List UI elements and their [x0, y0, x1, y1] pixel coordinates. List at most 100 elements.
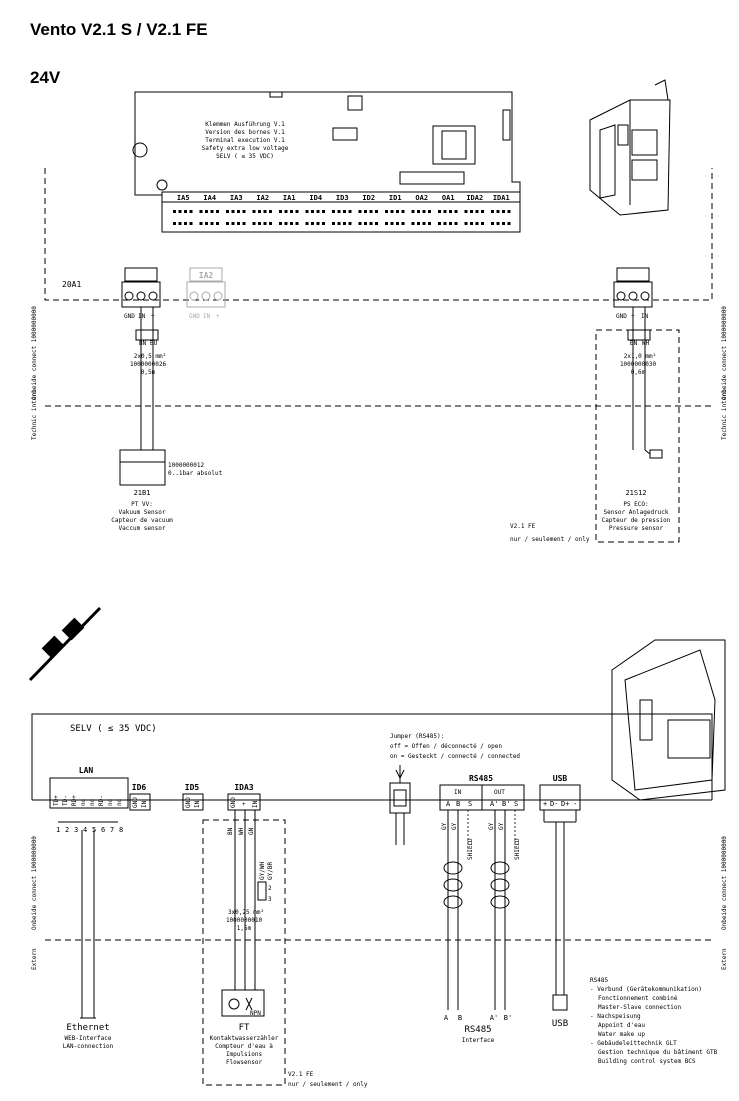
ethernet-title: Ethernet [66, 1023, 109, 1033]
board-terminal-pin [438, 222, 441, 225]
sensor-left-id: 21B1 [134, 489, 151, 497]
board-terminal-pin [322, 210, 325, 213]
plug-connector-icon [28, 606, 102, 682]
board-line-5: SELV ( ≤ 35 VDC) [216, 153, 274, 160]
board-line-2: Version des bornes V.1 [205, 129, 285, 136]
terminal-ida3: IDA3 GND + IN [227, 783, 261, 811]
ida3-num-2: 2 [268, 885, 272, 892]
board-terminal-label: IDA2 [466, 194, 483, 202]
ia2-pin-in: IN [203, 313, 211, 320]
ft-npn: NPN [250, 1010, 261, 1017]
side-label-inside-left-top: Onbeide connect 1000000000 [31, 306, 38, 400]
cable-right-wire-1: BN [630, 340, 638, 347]
rs485-in-shield: SHIELD [467, 838, 474, 860]
board-terminal-pin [178, 210, 182, 213]
lan-pin-number: 3 [74, 826, 78, 834]
fe-only-box-bottom [202, 819, 286, 1086]
usb-pin-minus: - [573, 800, 577, 808]
side-label-inside-left-bottom: Onbeide connect 1000000000 [31, 836, 38, 930]
board-terminal-pin [417, 210, 420, 213]
board-terminal-label: IDA1 [493, 194, 510, 202]
selv-label: SELV ( ≤ 35 VDC) [70, 724, 157, 734]
board-terminal-pin [496, 222, 500, 225]
lan-pin-label: TD+ [53, 795, 60, 806]
board-terminal-pin [210, 210, 214, 213]
ida2-label: IDA2 [623, 271, 642, 280]
board-terminal-pin [173, 222, 176, 225]
lan-pin-number: 7 [110, 826, 114, 834]
lan-pin-number: 8 [119, 826, 123, 834]
rs485-out-wire-2: GY [498, 822, 505, 830]
board-terminal-pin [216, 210, 219, 213]
board-terminal-label: ID4 [309, 194, 322, 202]
board-line-4: Safety extra low voltage [202, 145, 289, 152]
board-terminal-pin [496, 210, 500, 213]
rs485-pin-s-out: S [514, 800, 518, 808]
board-terminal-pin [385, 210, 388, 213]
board-terminal-pin [252, 222, 256, 225]
board-terminal-pin [316, 210, 320, 213]
board-terminal-pin [237, 222, 240, 225]
ft-line-2: Compteur d'eau à [215, 1043, 273, 1050]
board-terminal-pin [178, 222, 182, 225]
board-terminal-pin [475, 222, 479, 225]
rs485-end-b: B [458, 1014, 462, 1022]
ida3-wire-alt-1: GY/WH [259, 862, 266, 880]
board-terminal-pin [337, 222, 341, 225]
board-terminal-pin [284, 210, 288, 213]
id5-pin-gnd: GND [185, 797, 192, 808]
sensor-right-id: 21S12 [625, 489, 646, 497]
cable-right-length: 0,6m [631, 369, 646, 376]
cable-right-part: 1000000030 [620, 361, 657, 368]
board-terminal-pin [502, 210, 505, 213]
id6-pin-in: IN [141, 800, 148, 808]
sensor-right-label-3: Capteur de pression [602, 517, 671, 524]
board-terminal-pin [396, 222, 399, 225]
flowsensor-ft: NPN FT Kontaktwasserzähler Compteur d'ea… [210, 989, 279, 1066]
lan-pin-label: nc [107, 798, 114, 806]
rs485-pin-s: S [468, 800, 472, 808]
id5-label: ID5 [185, 783, 200, 792]
rs485-note-7: - Gebäudeleittechnik GLT [590, 1040, 677, 1047]
board-terminal-label: IA3 [230, 194, 243, 202]
board-terminal-pin [258, 210, 261, 213]
rs485-in-wire-2: GY [451, 822, 458, 830]
jumper-line-2: off = Offen / déconnecté / open [390, 743, 502, 750]
ia3-label: IA3 [134, 271, 149, 280]
board-terminal-pin [263, 222, 267, 225]
board-terminal-pin [311, 222, 314, 225]
rs485-pin-b-out: B' [502, 800, 510, 808]
sensor-left-part: 1000000012 [168, 462, 205, 469]
side-label-outside-right-top: Technic intern [721, 389, 728, 440]
board-terminal-pin [290, 222, 293, 225]
board-terminal-pin [481, 222, 484, 225]
cable-left-size: 2x0,5 mm² [134, 353, 167, 360]
board-terminal-pin [401, 222, 405, 225]
lan-pin-label: RD- [98, 795, 105, 806]
lan-pin-number: 4 [83, 826, 87, 834]
rs485-note-1: - Verbund (Gerätekommunikation) [590, 986, 702, 993]
cable-left-wire-1: BN [139, 340, 147, 347]
board-terminal-pin [226, 222, 229, 225]
board-terminal-pin [322, 222, 325, 225]
board-terminal-pin [269, 222, 272, 225]
rs485-note-0: RS485 [590, 977, 608, 984]
rs485-note-4: - Nachspeisung [590, 1013, 641, 1020]
board-terminal-pin [411, 210, 415, 213]
lan-pin-label: RD+ [71, 795, 78, 806]
board-terminal-pin [295, 222, 299, 225]
board-terminal-pin [422, 210, 426, 213]
side-label-outside-left-top: Technic intern [31, 389, 38, 440]
lan-pin-number: 1 [56, 826, 60, 834]
board-terminal-label: ID1 [389, 194, 402, 202]
board-terminal-pin [205, 222, 208, 225]
board-terminal-pin [348, 222, 352, 225]
ida3-label: IDA3 [234, 783, 253, 792]
ida3-wire-wh: WH [238, 827, 245, 835]
usb-cable: USB [543, 810, 577, 1029]
device-illustration-top [589, 79, 671, 216]
voltage-label: 24V [30, 68, 61, 87]
ia2-pin-plus: + [216, 313, 220, 320]
board-terminal-pin [311, 210, 314, 213]
board-terminal-pin [173, 210, 176, 213]
